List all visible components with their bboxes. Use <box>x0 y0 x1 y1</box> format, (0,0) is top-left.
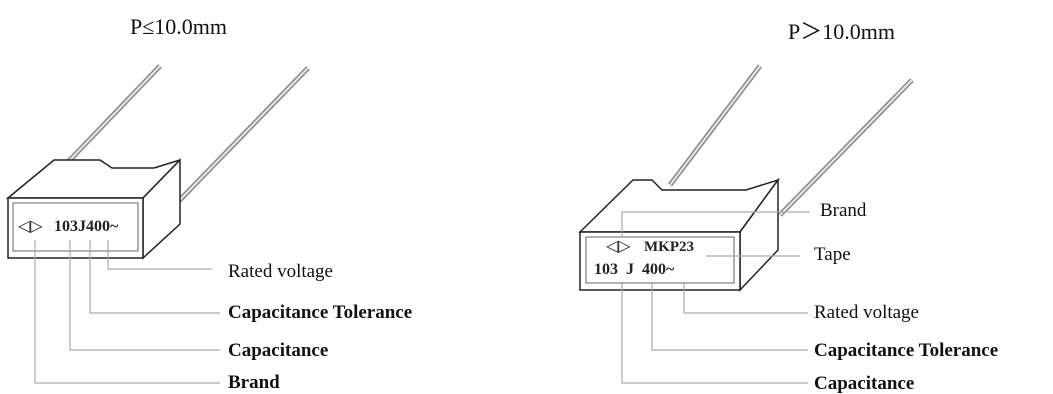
left-leader-lines <box>35 240 220 383</box>
right-caption: P＞10.0mm <box>788 19 895 44</box>
right-marking-text: 103 J 400~ <box>594 261 675 278</box>
left-capacitor <box>5 66 308 383</box>
left-brand-logo: ◁▷ <box>18 218 43 235</box>
right-label-tape: Tape <box>814 244 851 265</box>
right-capacitor <box>578 66 912 383</box>
right-label-brand: Brand <box>820 200 867 221</box>
left-label-capacitance: Capacitance <box>228 340 329 361</box>
left-label-brand: Brand <box>228 372 280 393</box>
right-label-capacitance-tolerance: Capacitance Tolerance <box>814 340 999 361</box>
right-capacitor-body <box>578 177 780 292</box>
right-capacitor-leads <box>670 66 912 215</box>
right-tape-text: MKP23 <box>644 239 694 255</box>
right-leader-lines <box>622 212 810 383</box>
right-brand-logo: ◁▷ <box>606 238 631 255</box>
left-capacitor-leads <box>68 66 308 205</box>
left-capacitor-body <box>5 158 181 260</box>
left-caption: P≤10.0mm <box>130 14 228 39</box>
left-label-capacitance-tolerance: Capacitance Tolerance <box>228 302 413 323</box>
left-marking-text: 103J400~ <box>54 218 119 235</box>
right-label-rated-voltage: Rated voltage <box>814 302 919 323</box>
right-label-capacitance: Capacitance <box>814 373 915 394</box>
left-label-rated-voltage: Rated voltage <box>228 261 333 282</box>
